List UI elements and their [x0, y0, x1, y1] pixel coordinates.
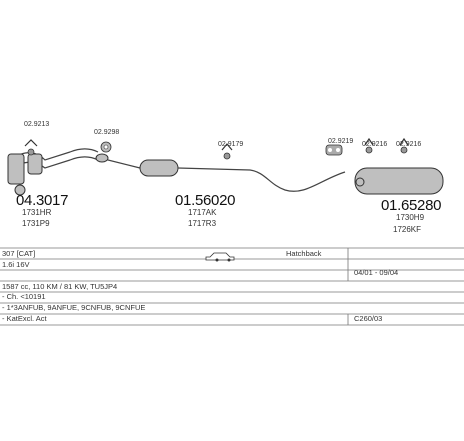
part-code: 1731P9 [22, 219, 50, 228]
middle-silencer-assembly [95, 153, 346, 192]
part-code: 1730H9 [396, 213, 425, 222]
part-code: 1731HR [22, 208, 52, 217]
info-right: Hatchback [286, 249, 322, 258]
info-table [0, 247, 464, 326]
info-left: 1587 cc, 110 KM / 81 KW, TU5JP4 [2, 282, 117, 291]
middle-silencer [139, 159, 179, 177]
catalytic-converter [7, 153, 25, 185]
part-code: 1717R3 [188, 219, 217, 228]
clamp-icon [24, 139, 38, 156]
info-left: 1.6i 16V [2, 260, 30, 269]
info-right: 04/01 - 09/04 [354, 268, 398, 277]
part-number: 04.3017 [16, 192, 68, 209]
info-left: - KatExcl. Act [2, 314, 48, 323]
hardware-code: 02.9179 [218, 141, 243, 148]
part-number: 01.65280 [381, 197, 441, 214]
part-code: 1717AK [188, 208, 217, 217]
hardware-code: 02.9298 [94, 129, 119, 136]
hanger-icon [364, 137, 374, 154]
info-left: - 1*3ANFUB, 9ANFUE, 9CNFUB, 9CNFUE [2, 303, 145, 312]
rear-silencer-assembly [354, 167, 444, 195]
hardware-code: 02.9219 [328, 138, 353, 145]
hardware-code: 02.9213 [24, 121, 49, 128]
car-icon [205, 252, 235, 262]
info-left: - Ch. <10191 [2, 292, 46, 301]
hanger-icon [399, 137, 409, 154]
hardware-icons [24, 137, 409, 160]
rear-silencer [354, 167, 444, 195]
hanger-icon [221, 143, 233, 160]
hardware-code: 02.9216 [362, 141, 387, 148]
gasket-icon [100, 141, 112, 153]
part-number: 01.56020 [175, 192, 235, 209]
info-left: 307 [CAT] [2, 249, 35, 258]
hanger-icon [325, 144, 343, 156]
info-right: C260/03 [354, 314, 382, 323]
part-code: 1726KF [393, 225, 421, 234]
hardware-code: 02.9216 [396, 141, 421, 148]
front-pipe-assembly [7, 148, 99, 196]
